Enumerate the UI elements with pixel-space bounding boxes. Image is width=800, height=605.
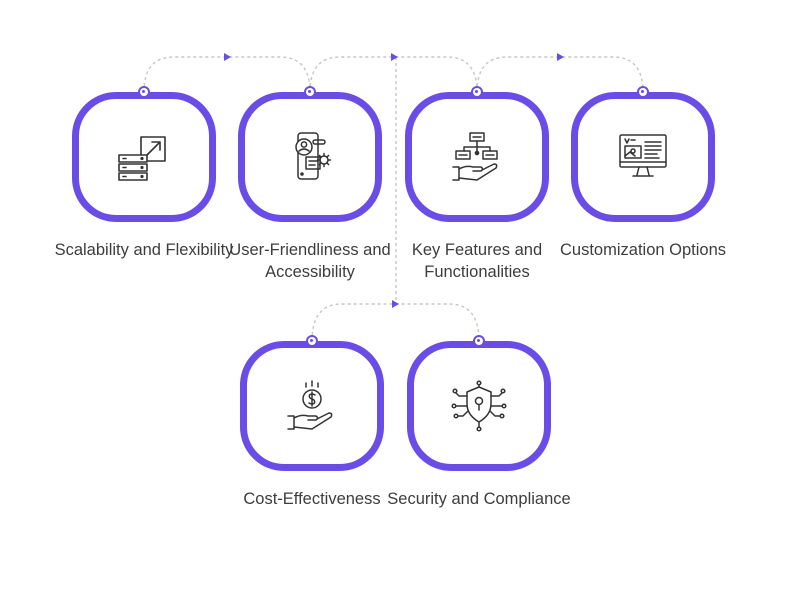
server-resize-icon xyxy=(118,136,166,181)
node-pin xyxy=(304,86,316,98)
node-cost-effectiveness: Cost-Effectiveness xyxy=(240,335,384,508)
node-pin xyxy=(471,86,483,98)
node-label: Customization Options xyxy=(560,241,726,259)
node-label: Cost-Effectiveness xyxy=(243,490,381,508)
hand-flowchart-icon xyxy=(452,132,498,181)
arrow-marker xyxy=(391,53,398,61)
node-user-friendliness: User-Friendliness and Accessibility xyxy=(229,86,391,281)
node-key-features: Key Features and Functionalities xyxy=(405,86,549,281)
node-scalability: Scalability and Flexibility xyxy=(55,86,233,259)
node-customization: Customization Options xyxy=(560,86,726,259)
node-pin xyxy=(473,335,485,347)
node-box xyxy=(571,92,715,222)
node-label: User-Friendliness and Accessibility xyxy=(229,241,391,281)
arrow-marker xyxy=(224,53,231,61)
connector-3-4 xyxy=(476,56,644,93)
node-security: Security and Compliance xyxy=(387,335,571,508)
node-label: Security and Compliance xyxy=(387,490,571,508)
monitor-layout-icon xyxy=(619,134,667,177)
connector-5-6 xyxy=(311,303,480,342)
node-pin xyxy=(306,335,318,347)
hand-dollar-coin-icon xyxy=(287,380,333,430)
shield-circuit-lock-icon xyxy=(451,380,507,432)
user-profile-settings-icon xyxy=(295,132,332,180)
connector-2-3 xyxy=(309,56,478,93)
arrow-marker xyxy=(557,53,564,61)
node-label: Scalability and Flexibility xyxy=(54,241,234,259)
node-pin xyxy=(637,86,649,98)
node-label: Key Features and Functionalities xyxy=(411,241,543,281)
arrow-marker xyxy=(392,300,399,308)
connector-1-2 xyxy=(143,56,311,93)
node-pin xyxy=(138,86,150,98)
